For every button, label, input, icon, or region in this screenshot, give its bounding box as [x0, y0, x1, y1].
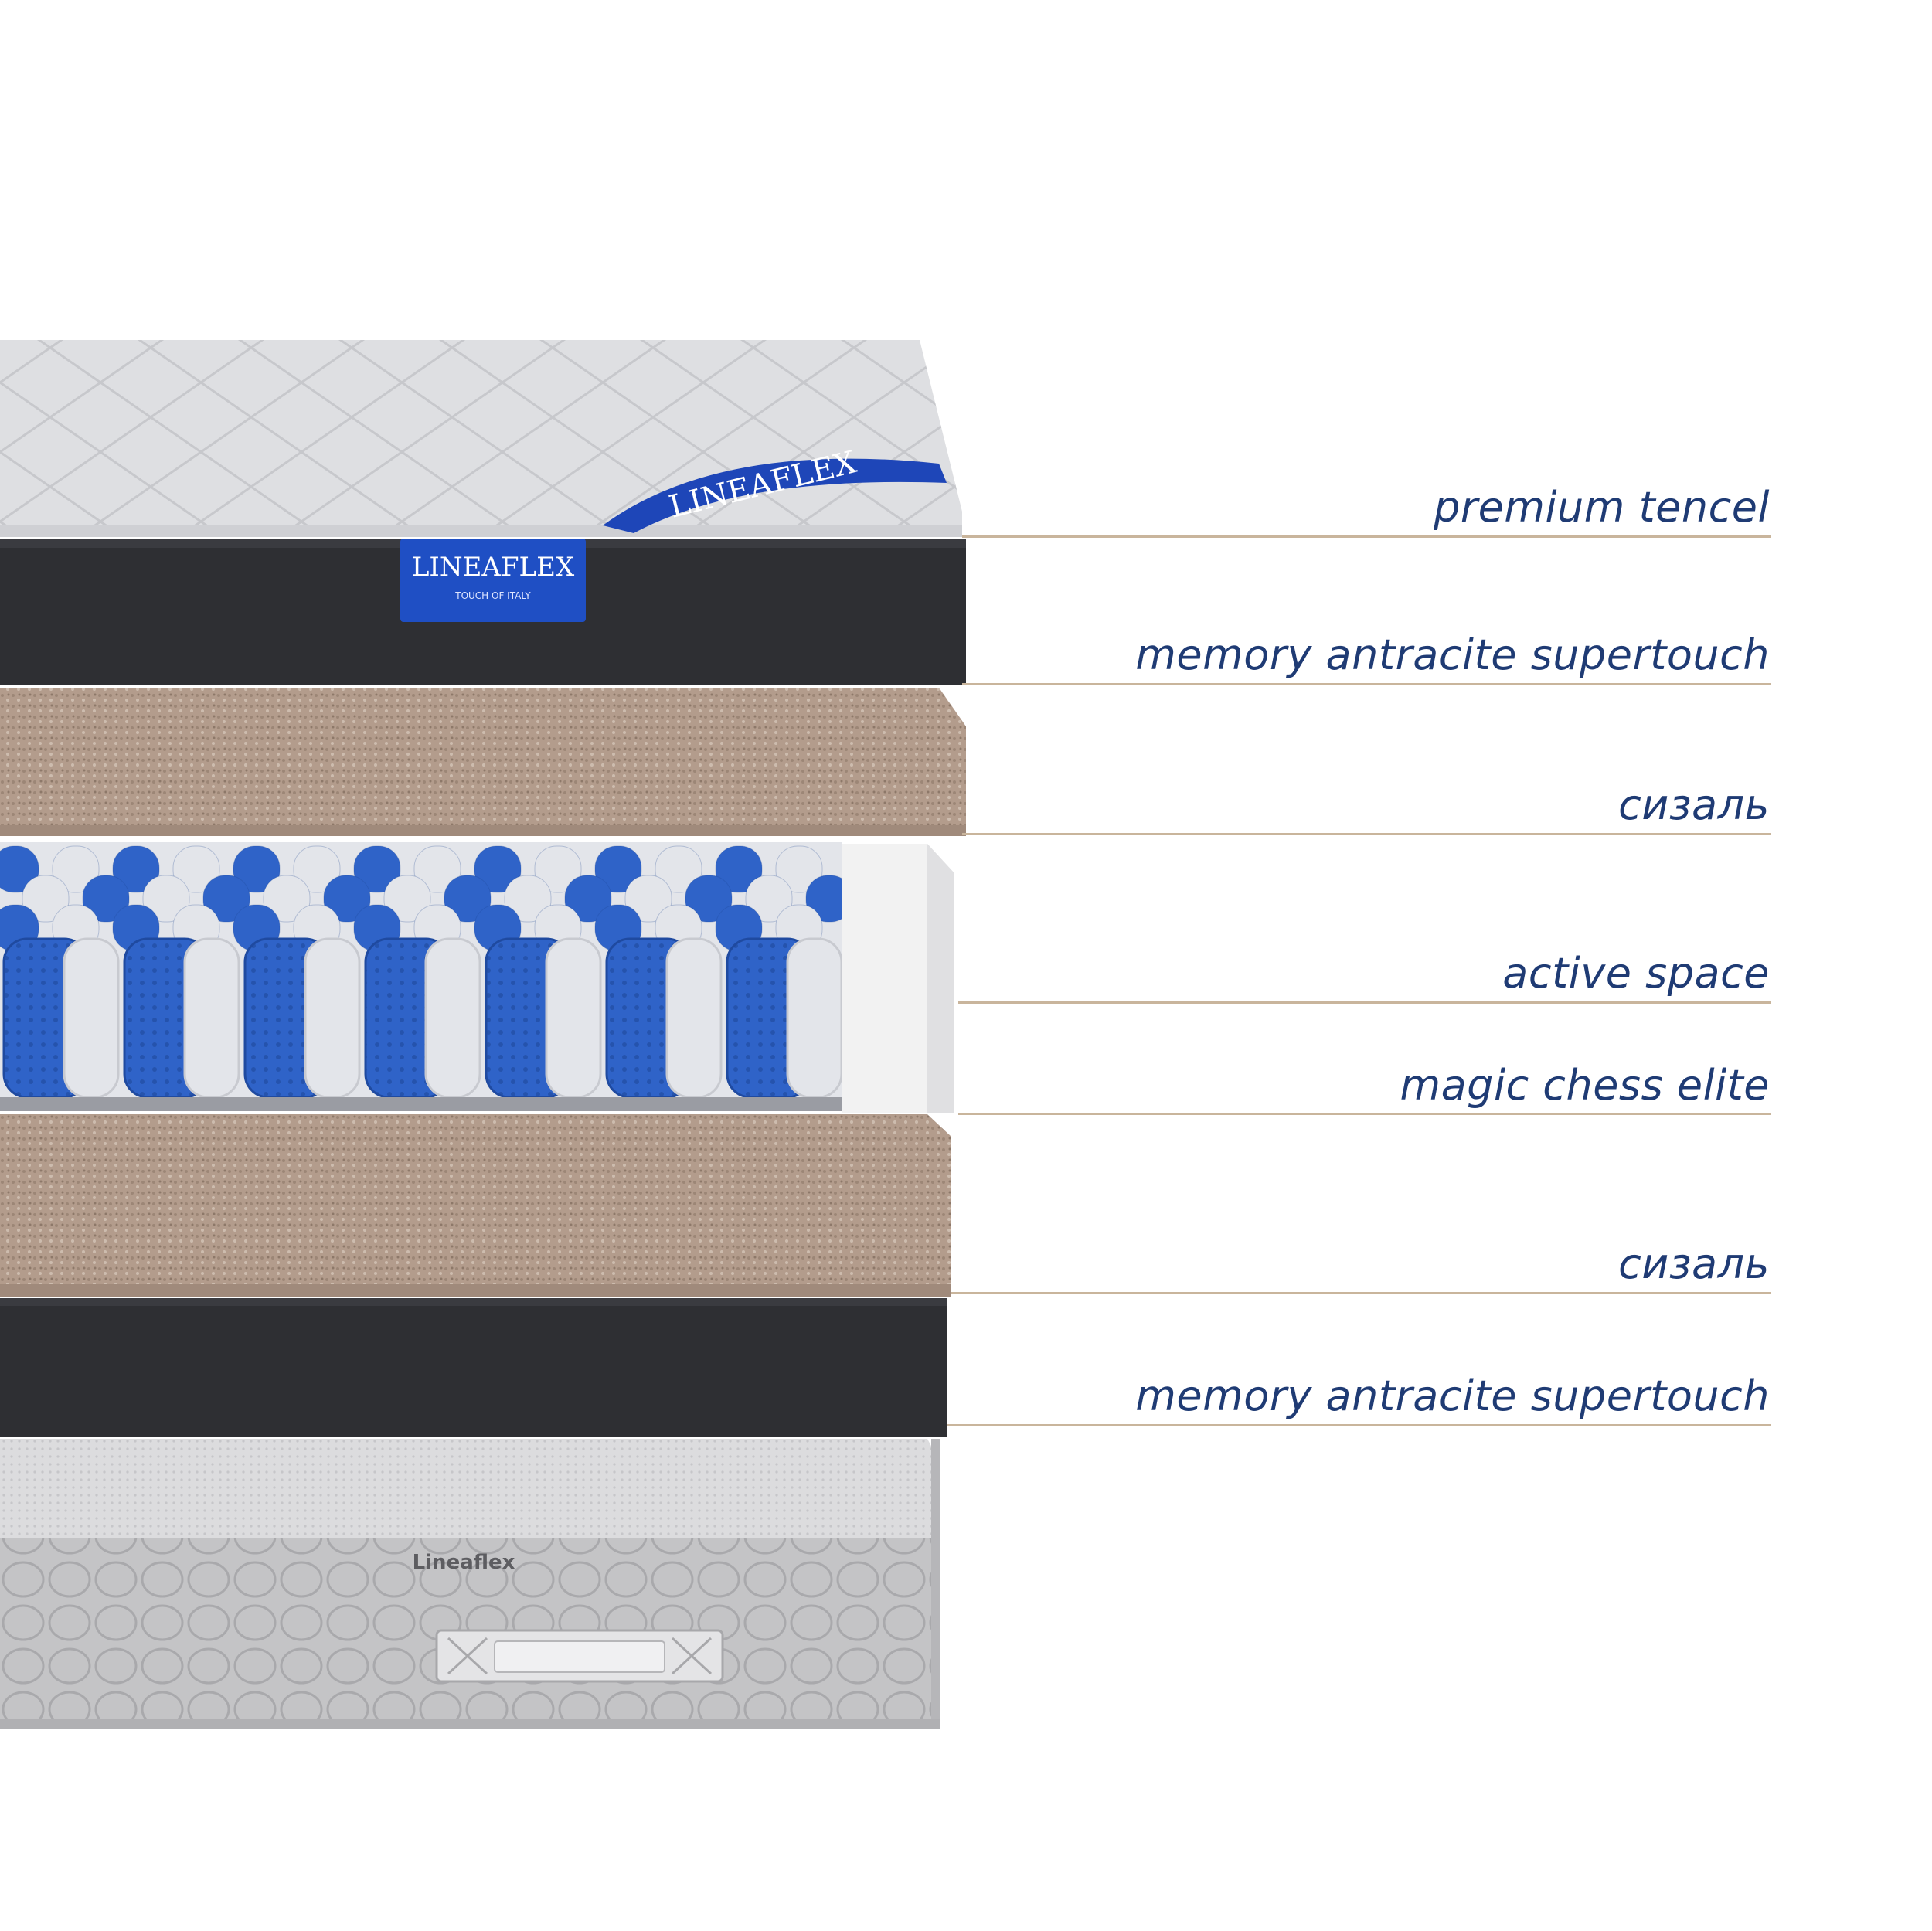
spring-pocket-back: [263, 875, 311, 923]
brand-label-sub: TOUCH OF ITALY: [454, 590, 531, 601]
tencel-layer: LINEAFLEX: [0, 340, 962, 537]
spring-pocket-back: [112, 845, 160, 893]
sisal-top-layer: [0, 688, 966, 836]
spring-pocket-front: [304, 937, 361, 1099]
layer-label-memory-top: memory antracite supertouch: [1135, 631, 1770, 679]
memory-foam-top-layer: LINEAFLEX TOUCH OF ITALY: [0, 539, 966, 685]
spring-pocket-back: [0, 845, 39, 893]
spring-pocket-back: [444, 875, 492, 923]
layer-label-sisal-top: сизаль: [1618, 780, 1770, 829]
spring-pocket-back: [715, 845, 763, 893]
leader-line-6: [951, 1292, 1771, 1294]
spring-pocket-back: [745, 875, 793, 923]
spring-pocket-front: [665, 937, 723, 1099]
layer-label-active-space: active space: [1502, 949, 1770, 998]
memory-foam-bottom-layer: [0, 1298, 947, 1437]
layer-label-magic-chess-elite: magic chess elite: [1400, 1061, 1770, 1110]
leader-line-2: [962, 683, 1771, 685]
spring-pocket-front: [183, 937, 240, 1099]
leader-line-7: [947, 1424, 1771, 1426]
spring-pocket-back: [323, 875, 371, 923]
active-space-edge-foam: [842, 844, 954, 1113]
spring-block-layer: [0, 842, 954, 1113]
spring-pocket-back: [474, 845, 522, 893]
spring-pocket-back: [655, 845, 702, 893]
spring-pocket-back: [22, 875, 70, 923]
spring-pocket-front: [786, 937, 843, 1099]
spring-pocket-back: [685, 875, 733, 923]
hanging-brand-label: LINEAFLEX TOUCH OF ITALY: [400, 539, 586, 622]
spring-pocket-back: [564, 875, 612, 923]
spring-pocket-back: [52, 845, 100, 893]
layer-label-memory-bottom: memory antracite supertouch: [1135, 1372, 1770, 1420]
layer-label-sisal-bottom: сизаль: [1618, 1239, 1770, 1288]
spring-pocket-front: [63, 937, 120, 1099]
side-logo: Lineaflex: [413, 1551, 515, 1574]
spring-pocket-back: [233, 845, 281, 893]
spring-pocket-back: [504, 875, 552, 923]
spring-pocket-front: [424, 937, 481, 1099]
spring-pocket-back: [383, 875, 431, 923]
spring-pocket-back: [172, 845, 220, 893]
spring-pocket-back: [82, 875, 130, 923]
spring-pocket-back: [142, 875, 190, 923]
mattress-cover-base: Lineaflex: [0, 1439, 940, 1729]
spring-pocket-back: [775, 845, 823, 893]
brand-label-main: LINEAFLEX: [412, 552, 575, 583]
layer-label-premium-tencel: premium tencel: [1434, 483, 1770, 532]
leader-line-3: [962, 833, 1771, 835]
leader-line-4: [958, 1001, 1771, 1004]
spring-pocket-back: [534, 845, 582, 893]
leader-line-5: [958, 1113, 1771, 1115]
sisal-bottom-layer: [0, 1114, 951, 1297]
spring-pocket-back: [624, 875, 672, 923]
spring-pocket-back: [413, 845, 461, 893]
spring-pocket-front: [545, 937, 602, 1099]
leader-line-1: [962, 535, 1771, 538]
carry-handle: [435, 1629, 724, 1683]
spring-pocket-back: [353, 845, 401, 893]
corner-brand-label: [603, 458, 947, 533]
spring-pocket-back: [293, 845, 341, 893]
spring-pocket-back: [202, 875, 250, 923]
spring-pocket-back: [594, 845, 642, 893]
